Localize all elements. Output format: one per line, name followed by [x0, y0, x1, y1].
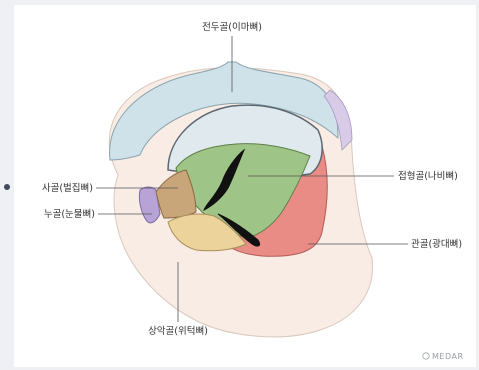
label-maxilla: 상악골(위턱뼈) [148, 325, 208, 337]
label-frontal: 전두골(이마뼈) [202, 21, 262, 33]
label-zygomatic: 관골(광대뼈) [411, 238, 462, 250]
watermark-icon [423, 353, 429, 359]
label-lacrimal: 누골(눈물뼈) [44, 208, 95, 220]
label-sphenoid: 접형골(나비뼈) [398, 170, 458, 182]
watermark-text: MEDAR [432, 352, 464, 361]
label-ethmoid: 사골(벌집뼈) [42, 182, 93, 194]
